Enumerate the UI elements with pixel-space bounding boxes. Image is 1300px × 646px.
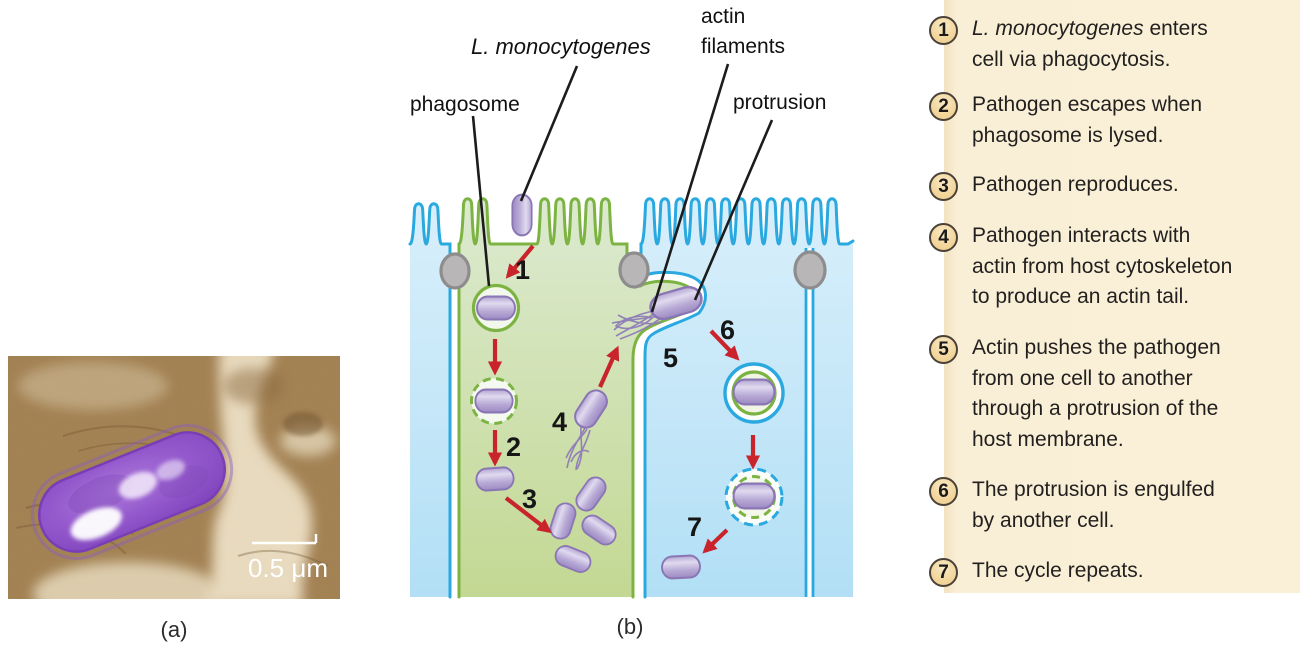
pathogen-in-phagosome [475, 295, 517, 321]
legend-number-badge: 6 [929, 477, 958, 506]
step-number-3: 3 [522, 484, 537, 514]
arrow-step-3 [504, 496, 552, 534]
caption-a: (a) [160, 617, 188, 642]
legend-panel: 1 L. monocytogenes enters cell via phago… [929, 0, 1300, 593]
legend-item-rest: enters cell via phagocytosis. [972, 17, 1208, 71]
step-number-4: 4 [552, 407, 567, 437]
legend-item-text: L. monocytogenes enters cell via phagocy… [972, 14, 1290, 75]
pathogen-free [474, 465, 516, 493]
arrow-step-7 [702, 528, 729, 554]
legend-number-badge: 5 [929, 335, 958, 364]
step-number-6: 6 [720, 315, 735, 345]
legend-item-text: The cycle repeats. [972, 559, 1144, 582]
step-number-7: 7 [687, 512, 702, 542]
legend-item-text: Actin pushes the pathogen from one cell … [972, 336, 1221, 451]
arrow-step-4 [598, 345, 620, 388]
legend-number-badge: 1 [929, 16, 958, 45]
arrow-step-1 [505, 244, 535, 279]
diagram-panel: 1 2 3 4 5 6 7 [406, 63, 856, 599]
label-actin-filaments: actin filaments [701, 5, 786, 58]
species-name: L. monocytogenes [972, 17, 1144, 40]
bacterium [30, 424, 234, 560]
scale-bar: 0.5 μm [248, 534, 328, 583]
label-l-monocytogenes: L. monocytogenes [471, 34, 651, 59]
cell-junction-oval [793, 250, 827, 290]
legend-item-text: The protrusion is engulfed by another ce… [972, 478, 1215, 532]
pointer-l-monocytogenes [519, 65, 579, 202]
step-number-5: 5 [663, 343, 678, 373]
arrow-step-6 [709, 329, 740, 361]
pointer-phagosome [471, 115, 491, 287]
cell-left-blue [406, 199, 454, 599]
step-arrows [487, 244, 761, 554]
legend-item-text: Pathogen reproduces. [972, 173, 1179, 196]
legend-number-badge: 3 [929, 172, 958, 201]
legend-number-badge: 7 [929, 558, 958, 587]
scale-label: 0.5 μm [248, 553, 328, 583]
cell-junction-oval [618, 251, 650, 289]
pathogen-in-vesicle [732, 378, 776, 406]
cell-junction-oval [439, 252, 471, 290]
step-number-2: 2 [506, 432, 521, 462]
actin-tail-filaments [565, 426, 591, 471]
legend-number-badge: 4 [929, 223, 958, 252]
legend-item-text: Pathogen interacts with actin from host … [972, 224, 1233, 308]
pointer-actin-filaments [650, 63, 730, 313]
label-protrusion: protrusion [733, 91, 827, 114]
step-number-1: 1 [515, 255, 530, 285]
pathogen-released [660, 554, 702, 580]
label-pointer-lines [471, 63, 774, 313]
pointer-protrusion [693, 119, 774, 301]
micrograph-image: 0.5 μm [8, 356, 340, 599]
legend-item-text: Pathogen escapes when phagosome is lysed… [972, 93, 1203, 147]
legend-number-badge: 2 [929, 92, 958, 121]
label-phagosome: phagosome [410, 93, 520, 116]
caption-b: (b) [616, 614, 644, 639]
step-numbers: 1 2 3 4 5 6 7 [506, 255, 735, 542]
micrograph-panel: 0.5 μm [8, 356, 340, 599]
